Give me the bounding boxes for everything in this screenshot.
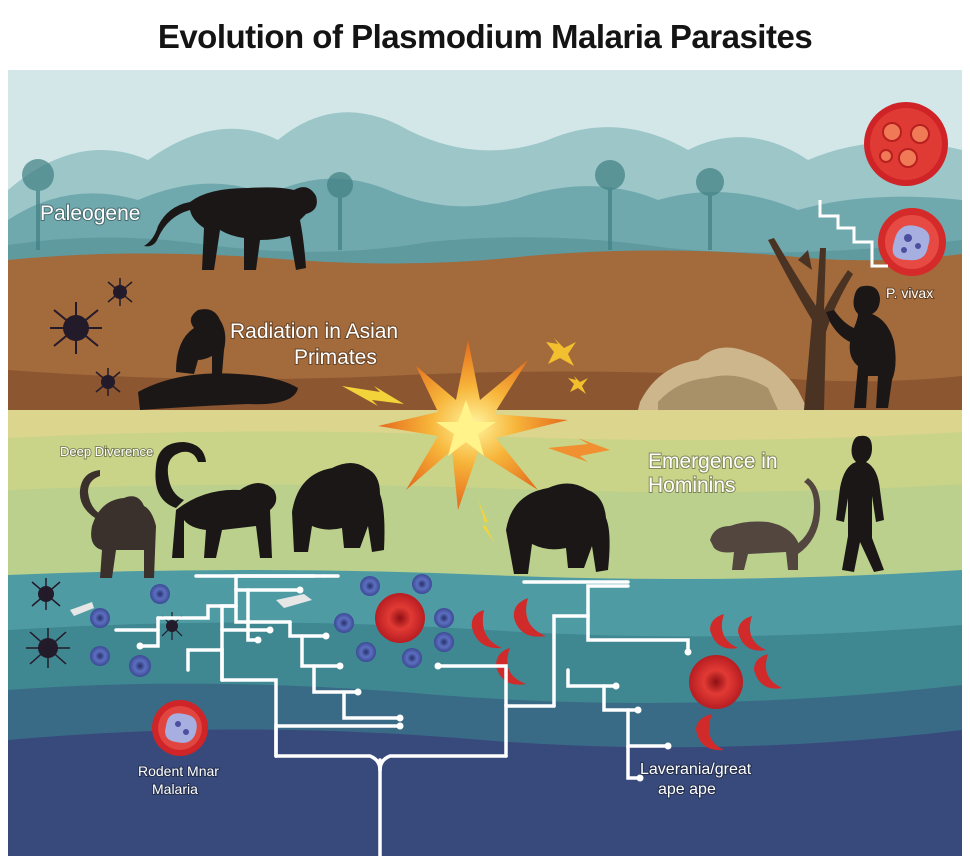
mosquito-icon	[26, 628, 70, 668]
monkey-silhouette	[79, 470, 156, 578]
rock-pile	[638, 347, 808, 410]
label-laverania-line2: ape ape	[658, 781, 716, 798]
label-paleogene: Paleogene	[40, 202, 140, 225]
tree-node-dots	[136, 586, 692, 782]
monkey-silhouette	[155, 442, 277, 558]
vivax-branch	[818, 200, 888, 268]
label-rodent-line1: Rodent Mnar	[138, 763, 219, 779]
tree-icon	[768, 238, 853, 410]
monkey-silhouette	[144, 187, 317, 270]
label-deep-divergence: Deep Diverence	[60, 444, 153, 459]
label-laverania-line1: Laverania/great	[640, 761, 752, 778]
red-blood-cell-icon	[864, 102, 948, 186]
label-radiation-line2: Primates	[294, 346, 377, 369]
label-radiation-line1: Radiation in Asian	[230, 320, 398, 343]
crescent-gametocyte-icon	[471, 598, 782, 751]
distant-trees	[22, 159, 724, 250]
explosion-icon	[342, 338, 610, 542]
ape-silhouette	[506, 483, 610, 574]
infected-cell-icon	[152, 700, 208, 756]
background-bands	[8, 70, 962, 856]
hominin-silhouette	[826, 285, 896, 408]
evolution-scene: Paleogene Radiation in Asian Primates P.…	[8, 70, 962, 856]
blue-cell-icon	[90, 574, 454, 677]
primate-on-log	[138, 309, 298, 410]
ape-silhouette	[292, 463, 385, 552]
mosquito-icon	[50, 302, 102, 354]
label-rodent-line2: Malaria	[152, 781, 198, 797]
label-emergence-line1: Emergence in	[648, 450, 778, 473]
red-blood-cell-icon	[689, 655, 743, 709]
probe-icon	[70, 594, 312, 616]
label-p-vivax: P. vivax	[886, 285, 933, 301]
red-blood-cell-icon	[375, 593, 425, 643]
mosquito-icon	[95, 368, 121, 396]
infected-cell-icon	[878, 208, 946, 276]
mosquito-icon	[107, 278, 133, 306]
page-title: Evolution of Plasmodium Malaria Parasite…	[157, 18, 813, 55]
cat-silhouette	[710, 478, 821, 570]
label-emergence-line2: Hominins	[648, 474, 736, 497]
hominin-silhouette	[836, 435, 884, 572]
mosquito-icon	[31, 578, 61, 610]
